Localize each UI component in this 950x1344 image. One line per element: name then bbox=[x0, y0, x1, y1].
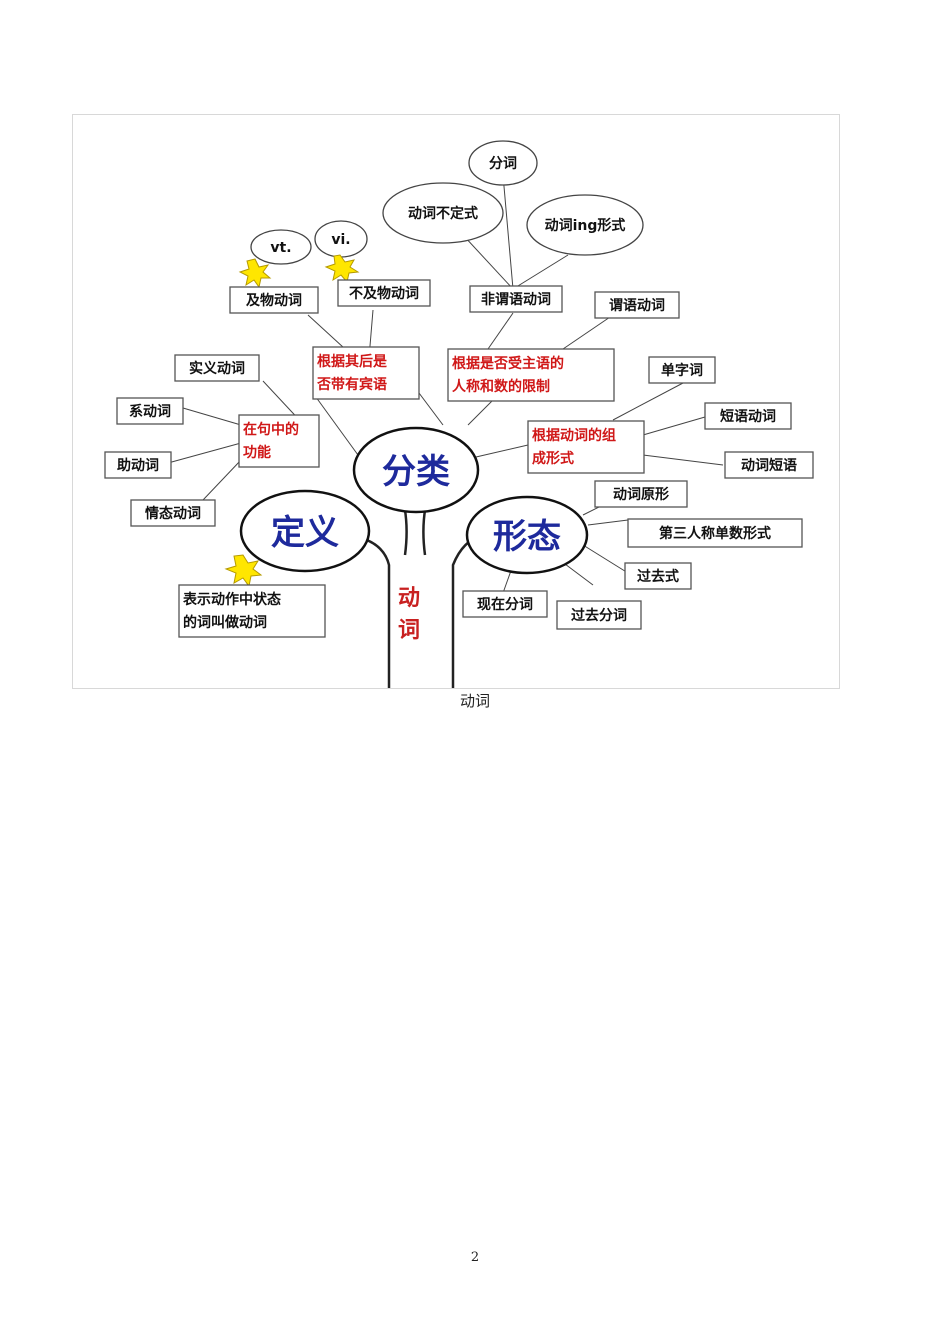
criteria-composition-line2: 成形式 bbox=[532, 450, 574, 467]
criteria-composition-line1: 根据动词的组 bbox=[532, 427, 616, 444]
box-base-form-label: 动词原形 bbox=[613, 486, 669, 503]
box-transitive: 及物动词 bbox=[229, 286, 319, 314]
criteria-function: 在句中的 功能 bbox=[238, 414, 320, 468]
box-past-participle-label: 过去分词 bbox=[571, 607, 627, 624]
criteria-object: 根据其后是 否带有宾语 bbox=[312, 346, 420, 400]
verb-mind-map: 分词 动词不定式 动词ing形式 vt. vi. 及物动词 不及物动词 非谓语动… bbox=[72, 114, 840, 689]
definition-line1: 表示动作中状态 bbox=[182, 591, 281, 608]
box-verb-phrase-label: 动词短语 bbox=[741, 457, 797, 474]
circle-form-label: 形态 bbox=[493, 517, 561, 557]
circle-definition: 定义 bbox=[239, 489, 371, 573]
box-auxiliary: 助动词 bbox=[104, 451, 172, 479]
criteria-subject-line2: 人称和数的限制 bbox=[452, 378, 550, 395]
circle-definition-label: 定义 bbox=[271, 513, 339, 553]
box-single-word: 单字词 bbox=[648, 356, 716, 384]
cloud-infinitive-label: 动词不定式 bbox=[408, 205, 478, 222]
box-notional-label: 实义动词 bbox=[189, 360, 245, 377]
cloud-vi: vi. bbox=[314, 220, 368, 258]
box-verb-phrase: 动词短语 bbox=[724, 451, 814, 479]
box-past-tense: 过去式 bbox=[624, 562, 692, 590]
trunk-label-char1: 动 bbox=[398, 585, 420, 611]
definition-line2: 的词叫做动词 bbox=[183, 614, 267, 631]
box-phrasal: 短语动词 bbox=[704, 402, 792, 430]
box-present-participle: 现在分词 bbox=[462, 590, 548, 618]
box-linking-label: 系动词 bbox=[129, 403, 171, 420]
cloud-vi-label: vi. bbox=[331, 232, 350, 248]
cloud-vt: vt. bbox=[250, 229, 312, 265]
cloud-ing-form: 动词ing形式 bbox=[526, 194, 644, 256]
cloud-vt-label: vt. bbox=[270, 240, 291, 256]
cloud-infinitive: 动词不定式 bbox=[382, 182, 504, 244]
star-icon-vt bbox=[238, 258, 272, 289]
box-nonfinite-label: 非谓语动词 bbox=[481, 291, 551, 308]
box-linking: 系动词 bbox=[116, 397, 184, 425]
box-finite: 谓语动词 bbox=[594, 291, 680, 319]
box-intransitive: 不及物动词 bbox=[337, 279, 431, 307]
box-notional: 实义动词 bbox=[174, 354, 260, 382]
box-phrasal-label: 短语动词 bbox=[720, 408, 776, 425]
circle-form: 形态 bbox=[465, 495, 589, 575]
criteria-object-line1: 根据其后是 bbox=[317, 353, 388, 370]
box-single-word-label: 单字词 bbox=[661, 362, 703, 379]
criteria-object-line2: 否带有宾语 bbox=[316, 376, 387, 393]
star-icon-definition bbox=[224, 554, 263, 588]
definition-box: 表示动作中状态 的词叫做动词 bbox=[178, 584, 326, 638]
circle-classification-label: 分类 bbox=[382, 452, 450, 492]
box-intransitive-label: 不及物动词 bbox=[349, 285, 419, 302]
box-past-participle: 过去分词 bbox=[556, 600, 642, 630]
verb-tree-diagram: 分词 动词不定式 动词ing形式 vt. vi. 及物动词 不及物动词 非谓语动… bbox=[104, 140, 814, 688]
trunk-label-char2: 词 bbox=[398, 617, 420, 643]
star-icon-vi bbox=[324, 254, 360, 284]
criteria-subject: 根据是否受主语的 人称和数的限制 bbox=[447, 348, 615, 402]
box-nonfinite: 非谓语动词 bbox=[469, 285, 563, 313]
box-auxiliary-label: 助动词 bbox=[117, 457, 159, 474]
box-past-tense-label: 过去式 bbox=[637, 568, 679, 585]
criteria-subject-line1: 根据是否受主语的 bbox=[452, 355, 564, 372]
cloud-participle: 分词 bbox=[468, 140, 538, 186]
criteria-function-line2: 功能 bbox=[243, 444, 271, 461]
criteria-function-line1: 在句中的 bbox=[243, 421, 299, 438]
box-modal-label: 情态动词 bbox=[145, 505, 201, 522]
page-number: 2 bbox=[470, 1250, 480, 1265]
box-base-form: 动词原形 bbox=[594, 480, 688, 508]
cloud-participle-label: 分词 bbox=[489, 156, 517, 172]
box-present-participle-label: 现在分词 bbox=[477, 596, 533, 613]
box-third-singular: 第三人称单数形式 bbox=[627, 518, 803, 548]
box-transitive-label: 及物动词 bbox=[246, 292, 302, 309]
circle-classification: 分类 bbox=[352, 426, 480, 514]
cloud-ing-form-label: 动词ing形式 bbox=[545, 217, 626, 234]
criteria-composition: 根据动词的组 成形式 bbox=[527, 420, 645, 474]
figure-caption: 动词 bbox=[459, 692, 490, 710]
box-third-singular-label: 第三人称单数形式 bbox=[659, 525, 771, 542]
box-finite-label: 谓语动词 bbox=[609, 297, 665, 314]
box-modal: 情态动词 bbox=[130, 499, 216, 527]
